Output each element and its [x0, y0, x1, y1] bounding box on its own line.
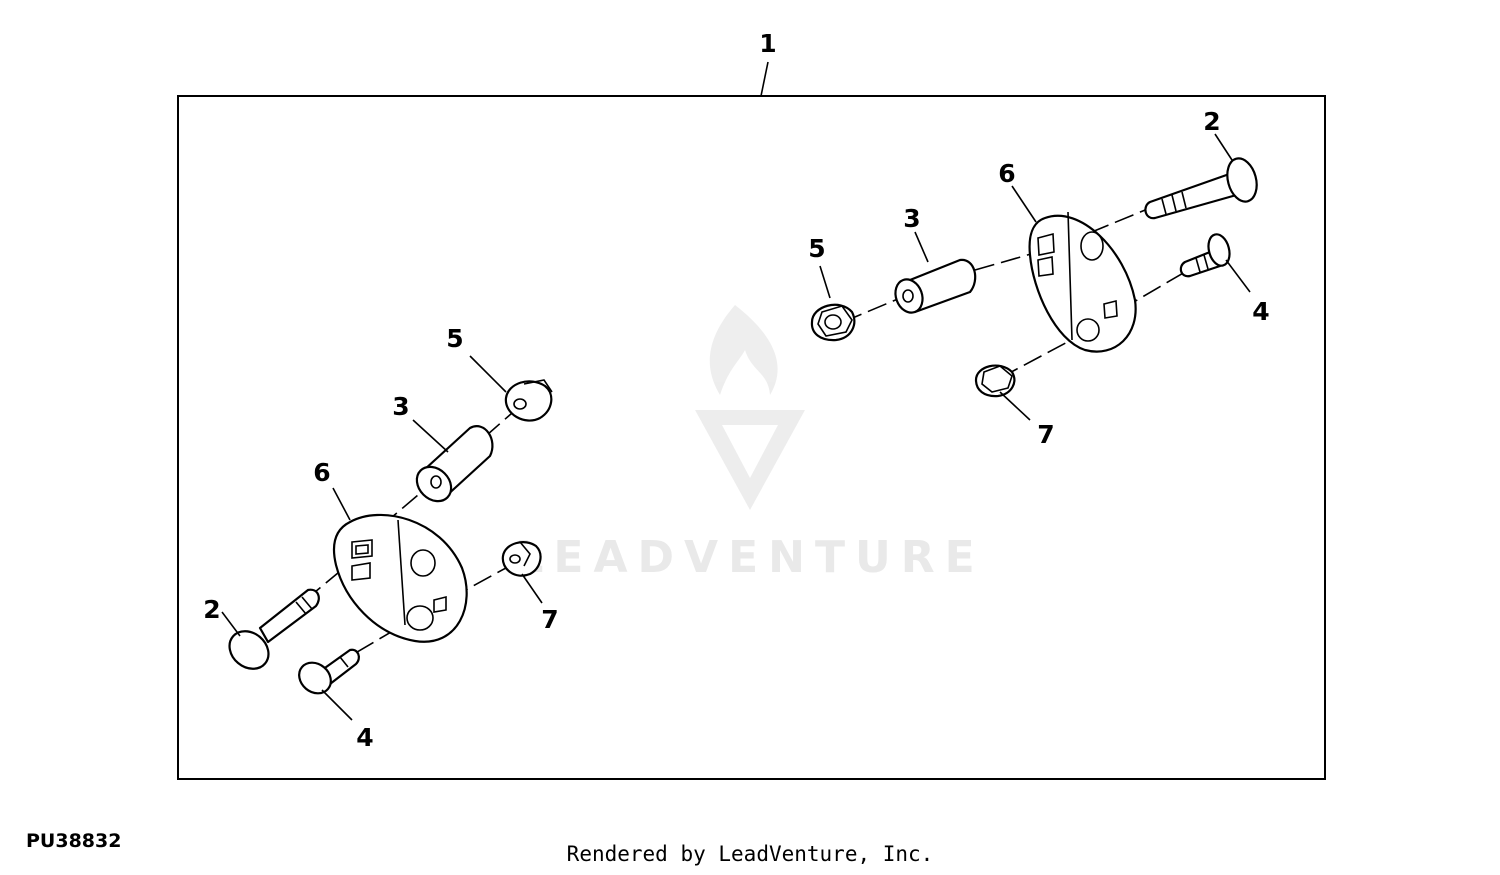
leader-line: [221, 611, 241, 637]
flange-nut: [504, 379, 553, 422]
leader-line: [999, 391, 1031, 421]
callout-spacer: 3: [392, 392, 409, 421]
callout-nut-lower: 7: [541, 605, 558, 634]
leader-line: [321, 689, 353, 721]
leader-line: [1011, 185, 1037, 223]
callout-assembly: 1: [759, 29, 776, 58]
watermark-text: LEADVENTURE: [515, 532, 984, 583]
spacer-tube: [894, 258, 977, 314]
leader-line: [469, 355, 507, 393]
leader-line: [412, 419, 449, 453]
callout-bolt-short: 4: [356, 723, 373, 752]
mounting-plate: [1028, 211, 1137, 353]
callout-nut-upper: 5: [808, 234, 825, 263]
leader-line: [914, 231, 929, 263]
flange-nut: [974, 364, 1016, 398]
flange-nut: [810, 303, 856, 342]
assembly-frame: [177, 95, 1326, 780]
carriage-bolt-short: [298, 648, 360, 695]
callout-plate: 6: [313, 458, 330, 487]
callout-bolt-long: 2: [1203, 107, 1220, 136]
leader-line-assembly: [760, 61, 769, 97]
callout-bolt-short: 4: [1252, 297, 1269, 326]
leadventure-watermark-logo: [695, 305, 805, 510]
leader-line: [1225, 259, 1251, 293]
flange-nut: [501, 541, 542, 577]
spacer-tube: [415, 425, 494, 503]
callout-nut-lower: 7: [1037, 420, 1054, 449]
carriage-bolt-long: [1144, 157, 1258, 220]
left-assembly: 5 3 6 2 7 4: [203, 324, 558, 752]
mounting-plate: [332, 513, 468, 643]
right-assembly: 5 3 6 2 4 7: [808, 107, 1269, 449]
leader-line: [819, 265, 831, 299]
figure-id: PU38832: [26, 830, 122, 852]
callout-spacer: 3: [903, 204, 920, 233]
callout-plate: 6: [998, 159, 1015, 188]
leader-line: [1214, 133, 1233, 161]
callout-bolt-long: 2: [203, 595, 220, 624]
render-credit: Rendered by LeadVenture, Inc.: [566, 842, 934, 866]
leader-line: [332, 487, 351, 521]
carriage-bolt-long: [228, 588, 320, 670]
carriage-bolt-short: [1179, 233, 1231, 278]
callout-nut-upper: 5: [446, 324, 463, 353]
leader-line: [521, 573, 543, 604]
